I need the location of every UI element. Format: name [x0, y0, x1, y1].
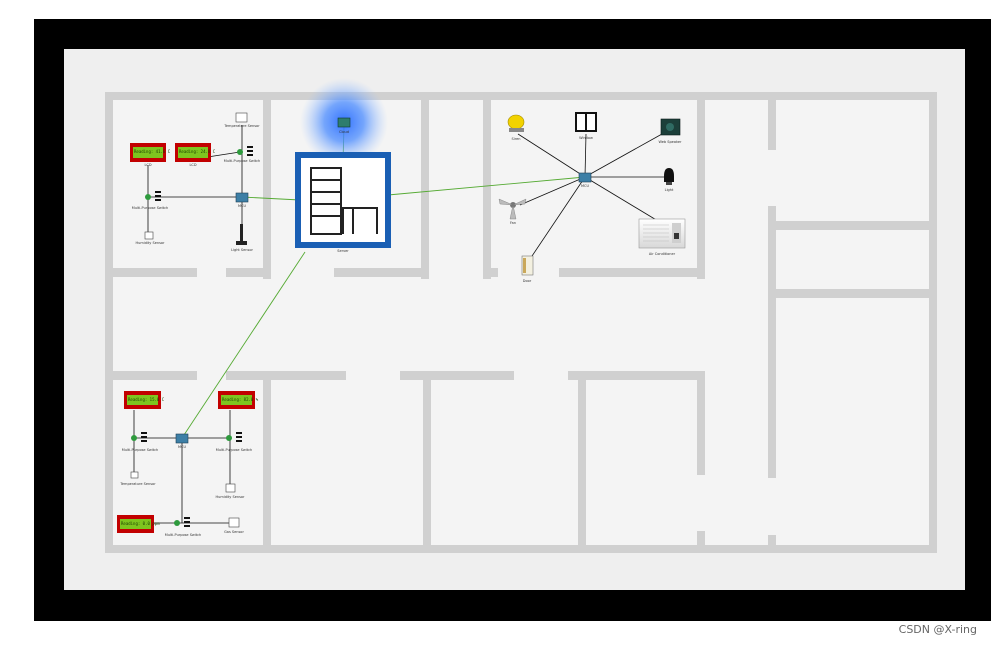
svg-text:Temperature Sensor: Temperature Sensor: [119, 482, 156, 486]
room-c-devices: Reading: 15.0 C Reading: 82.0 % Multi-Pu…: [117, 391, 259, 537]
sensor-device[interactable]: Temperature Sensor: [119, 471, 156, 486]
svg-text:MCU: MCU: [178, 445, 186, 449]
svg-text:Siren: Siren: [512, 137, 521, 141]
server-device[interactable]: Cloud Server: [295, 78, 391, 253]
lcd-display[interactable]: Reading: 24.8 C LCD: [175, 143, 216, 167]
switch-device[interactable]: Multi-Purpose Switch: [224, 146, 261, 163]
cloud-board-icon[interactable]: [337, 117, 351, 128]
svg-text:Multi-Purpose Switch: Multi-Purpose Switch: [132, 206, 169, 210]
server-label: Server: [337, 249, 349, 253]
lcd-display[interactable]: Reading: 41.6 C LCD: [130, 143, 171, 167]
light-pole-device[interactable]: Light Sensor: [231, 224, 253, 252]
sensor-device[interactable]: Gas Sensor: [224, 517, 244, 534]
switch-device[interactable]: Multi-Purpose Switch: [132, 191, 169, 210]
svg-text:Door: Door: [523, 279, 532, 283]
svg-text:Multi-Purpose Switch: Multi-Purpose Switch: [224, 159, 261, 163]
svg-text:Multi-Purpose Switch: Multi-Purpose Switch: [165, 533, 202, 537]
svg-text:Light Sensor: Light Sensor: [231, 248, 253, 252]
switch-device[interactable]: Multi-Purpose Switch: [122, 432, 159, 452]
speaker-device[interactable]: Web Speaker: [659, 118, 683, 144]
sensor-device[interactable]: Temperature Sensor: [223, 112, 260, 128]
svg-text:Humidity Sensor: Humidity Sensor: [136, 241, 166, 245]
svg-text:Reading: 24.8 C: Reading: 24.8 C: [179, 149, 216, 154]
air-conditioner-device[interactable]: Air Conditioner: [638, 218, 686, 256]
sensor-device[interactable]: Humidity Sensor: [136, 231, 166, 245]
svg-text:Light: Light: [665, 188, 674, 192]
svg-text:Window: Window: [579, 136, 593, 140]
window-device[interactable]: Window: [575, 112, 597, 140]
svg-text:LCD: LCD: [189, 163, 196, 167]
cloud-label: Cloud: [339, 130, 349, 134]
svg-text:Reading: 0.0 ppm: Reading: 0.0 ppm: [121, 521, 160, 526]
mcu-hub[interactable]: MCU: [235, 192, 249, 208]
lcd-display[interactable]: Reading: 0.0 ppm: [117, 515, 160, 533]
room-a-devices: Reading: 41.6 C LCD Reading: 24.8 C LCD …: [130, 112, 261, 252]
svg-text:MCU: MCU: [581, 184, 589, 188]
switch-device[interactable]: Multi-Purpose Switch: [216, 432, 253, 452]
svg-text:LCD: LCD: [144, 163, 151, 167]
floor-plan: [105, 92, 937, 553]
siren-device[interactable]: Siren: [507, 114, 525, 141]
fan-device[interactable]: Fan: [498, 198, 527, 225]
svg-text:Multi-Purpose Switch: Multi-Purpose Switch: [122, 448, 159, 452]
lcd-display[interactable]: Reading: 82.0 %: [218, 391, 259, 409]
switch-device[interactable]: Multi-Purpose Switch: [165, 517, 202, 537]
svg-text:Reading: 82.0 %: Reading: 82.0 %: [222, 397, 259, 402]
lcd-display[interactable]: Reading: 15.0 C: [124, 391, 165, 409]
light-device[interactable]: Light: [664, 168, 674, 192]
svg-text:Temperature Sensor: Temperature Sensor: [223, 124, 260, 128]
watermark: CSDN @X-ring: [898, 623, 977, 636]
svg-text:Humidity Sensor: Humidity Sensor: [216, 495, 246, 499]
svg-text:Fan: Fan: [510, 221, 516, 225]
sensor-device[interactable]: Humidity Sensor: [216, 483, 246, 499]
svg-text:Air Conditioner: Air Conditioner: [649, 252, 676, 256]
mcu-hub[interactable]: MCU: [578, 172, 592, 188]
room-b-devices: Siren Window Web Speaker Light MCU Fan: [498, 112, 686, 283]
svg-text:Reading: 15.0 C: Reading: 15.0 C: [128, 397, 165, 402]
svg-text:Reading: 41.6 C: Reading: 41.6 C: [134, 149, 171, 154]
door-device[interactable]: Door: [521, 255, 534, 283]
floor-area: [109, 96, 934, 548]
svg-text:Gas Sensor: Gas Sensor: [224, 530, 244, 534]
svg-text:Web Speaker: Web Speaker: [659, 140, 683, 144]
mcu-hub[interactable]: MCU: [175, 433, 189, 449]
svg-text:MCU: MCU: [238, 204, 246, 208]
svg-text:Multi-Purpose Switch: Multi-Purpose Switch: [216, 448, 253, 452]
server-icon: [310, 167, 378, 235]
